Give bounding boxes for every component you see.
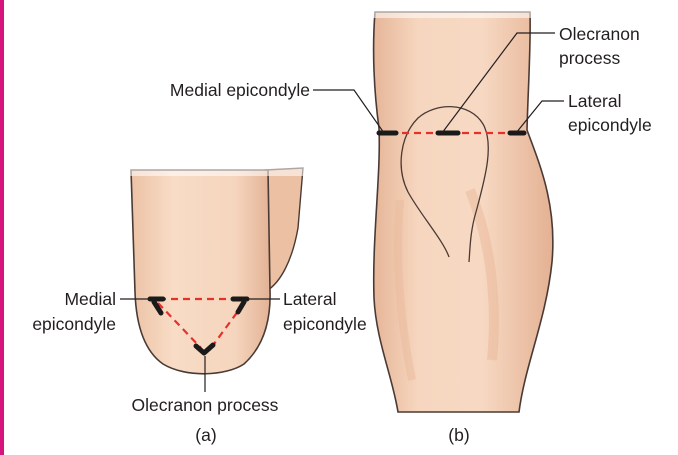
- panel-a-lateral-label-line2: epicondyle: [283, 314, 367, 334]
- panel-b-medial-label: Medial epicondyle: [170, 80, 310, 100]
- panel-b-medial-leader: [313, 90, 384, 133]
- panel-a-forearm-shape: [265, 168, 303, 290]
- panel-a-olecranon-label: Olecranon process: [132, 395, 279, 415]
- panel-a-medial-label-line1: Medial: [64, 289, 116, 309]
- panel-b-lateral-label-line2: epicondyle: [568, 115, 652, 135]
- panel-a: Medial epicondyle Lateral epicondyle Ole…: [32, 166, 366, 445]
- frame-border-left: [0, 0, 4, 455]
- panel-b-olecranon-label-line2: process: [559, 48, 621, 68]
- panel-a-medial-label-line2: epicondyle: [32, 314, 116, 334]
- panel-a-caption: (a): [195, 425, 216, 445]
- panel-b-olecranon-label-line1: Olecranon: [559, 24, 640, 44]
- panel-a-lateral-label-line1: Lateral: [283, 289, 337, 309]
- panel-b-caption: (b): [448, 425, 469, 445]
- panel-a-elbow-shape: [131, 170, 270, 374]
- panel-b-lateral-label-line1: Lateral: [568, 91, 622, 111]
